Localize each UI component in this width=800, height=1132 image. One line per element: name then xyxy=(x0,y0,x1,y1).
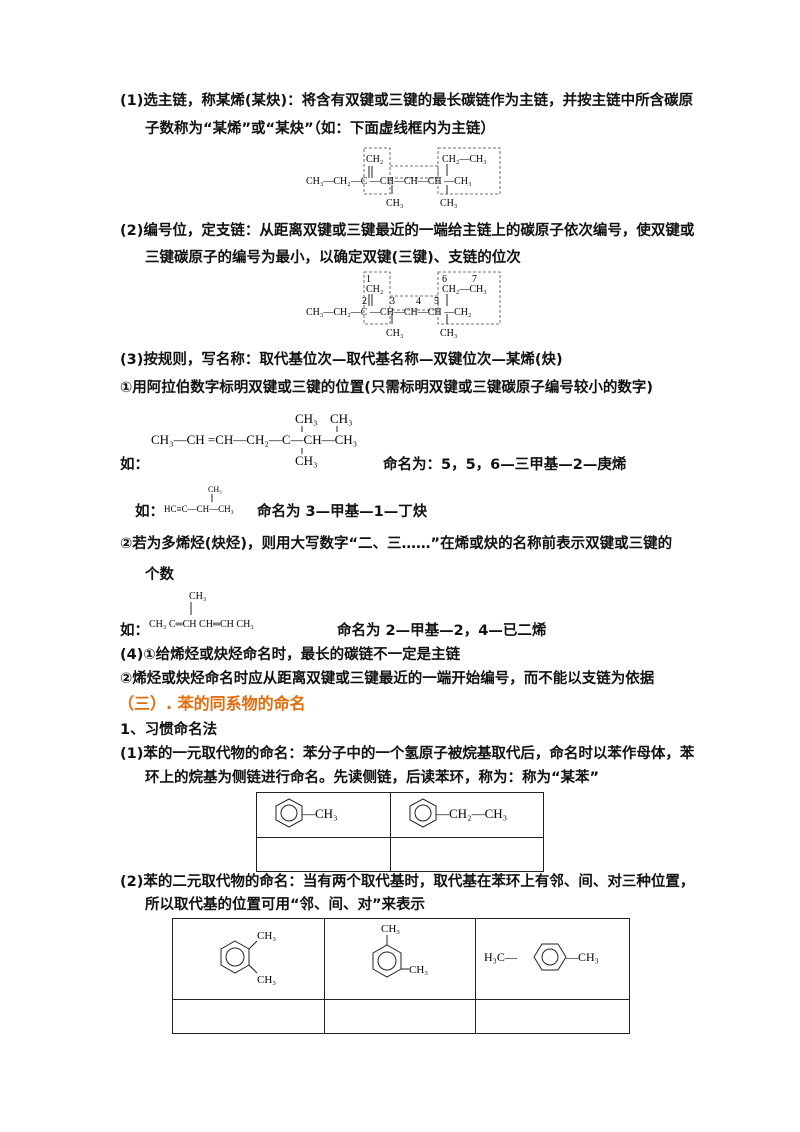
svg-text:CH₃: CH₃ xyxy=(440,328,457,339)
rule4-line2: ②烯烃或炔烃命名时应从距离双键或三键最近的一端开始编号，而不能以支链为依据 xyxy=(120,671,655,687)
mono-line1: (1)苯的一元取代物的命名：苯分子中的一个氢原子被烷基取代后，命名时以苯作母体，… xyxy=(120,746,695,762)
rule1-line1: (1)选主链，称某烯(某炔)：将含有双键或三键的最长碳链作为主链，并按主链中所含… xyxy=(120,93,694,109)
main-chain-structure-1: CH₂ CH₂—CH₃ CH₃—CH₂—C —CH—CH—CH —CH₃ CH₃… xyxy=(306,147,501,209)
ex3-prefix: 如： xyxy=(120,623,149,639)
ethylbenzene-cell: —CH₂—CH₃ xyxy=(389,792,544,838)
svg-text:CH₂: CH₂ xyxy=(366,284,383,295)
svg-text:CH₃: CH₃ xyxy=(257,930,276,942)
svg-text:5: 5 xyxy=(434,296,439,307)
rule2-line1: (2)编号位，定支链：从距离双键或三键最近的一端给主链上的碳原子依次编号，使双键… xyxy=(120,223,695,239)
ex3-name: 命名为 2—甲基—2，4—已二烯 xyxy=(337,623,547,639)
ex1-prefix: 如： xyxy=(120,457,149,473)
rule3-title: (3)按规则，写名称：取代基位次—取代基名称—双键位次—某烯(炔) xyxy=(120,352,563,368)
svg-text:CH₃: CH₃ xyxy=(189,591,206,602)
rule3-sub2-line1: ②若为多烯烃(炔烃)，则用大写数字“二、三……”在烯或炔的名称前表示双键或三键的 xyxy=(120,536,673,552)
mono-substituted-table: —CH₃ —CH₂—CH₃ xyxy=(256,792,544,872)
svg-text:CH₃: CH₃ xyxy=(330,411,353,426)
ex1-name: 命名为：5，5，6—三甲基—2—庚烯 xyxy=(383,457,627,473)
para-cell: H₃C— —CH₃ xyxy=(475,918,630,1000)
toluene-cell: —CH₃ xyxy=(256,792,391,838)
rule3-sub2-line2: 个数 xyxy=(145,567,174,583)
ex2-prefix: 如： xyxy=(135,504,164,520)
svg-text:7: 7 xyxy=(472,274,477,285)
rule1-line2: 子数称为“某烯”或“某炔”（如：下面虚线框内为主链） xyxy=(145,121,495,137)
svg-text:3: 3 xyxy=(390,296,395,307)
s1-bot2: CH₃ xyxy=(440,198,457,209)
di-line1: (2)苯的二元取代物的命名：当有两个取代基时，取代基在苯环上有邻、间、对三种位置… xyxy=(120,874,695,890)
svg-text:2: 2 xyxy=(362,296,367,307)
svg-text:CH₃: CH₃ xyxy=(208,485,222,494)
rule3-sub1: ①用阿拉伯数字标明双键或三键的位置(只需标明双键或三键碳原子编号较小的数字) xyxy=(120,380,654,396)
svg-text:CH₂—CH₃: CH₂—CH₃ xyxy=(442,284,487,295)
example2-structure: CH₃ HC≡C—CH—CH₃ xyxy=(164,485,234,514)
svg-text:CH₃: CH₃ xyxy=(386,328,403,339)
svg-text:6: 6 xyxy=(442,274,447,285)
svg-text:—CH₃: —CH₃ xyxy=(301,806,338,821)
ex2-name: 命名为 3—甲基—1—丁炔 xyxy=(257,504,428,520)
section3-title: （三）. 苯的同系物的命名 xyxy=(118,694,306,713)
svg-text:CH₃: CH₃ xyxy=(257,974,276,986)
example1-structure: CH₃ CH₃ CH₃—CH =CH—CH₂—C—CH—CH₃ CH₃ xyxy=(151,411,357,468)
ortho-cell: CH₃ CH₃ xyxy=(172,918,325,1000)
svg-text:1: 1 xyxy=(366,274,371,285)
svg-text:CH₃: CH₃ xyxy=(295,411,318,426)
numbered-chain-structure-2: 1 CH₂ 2 3 4 5 6 7 CH₂—CH₃ CH₃—CH₂—C —CH—… xyxy=(306,271,501,339)
svg-text:CH₃: CH₃ xyxy=(409,964,428,976)
meta-cell: CH₃ CH₃ xyxy=(323,918,477,1000)
rule2-line2: 三键碳原子的编号为最小，以确定双键(三键)、支链的位次 xyxy=(145,250,521,266)
habit-title: 1、习惯命名法 xyxy=(120,722,218,738)
rule4-line1: (4)①给烯烃或炔烃命名时，最长的碳链不一定是主链 xyxy=(120,647,461,663)
di-line2: 所以取代基的位置可用“邻、间、对”来表示 xyxy=(145,897,426,913)
svg-text:CH₃: CH₃ xyxy=(295,453,318,468)
s1-top2: CH₂—CH₃ xyxy=(442,154,487,165)
s2-chain: CH₃—CH₂—C —CH—CH—CH —CH₂ xyxy=(306,307,471,318)
svg-text:H₃C—: H₃C— xyxy=(484,950,518,964)
svg-text:—CH₂—CH₃: —CH₂—CH₃ xyxy=(435,806,507,821)
example3-structure: CH₃ CH₃ C═CH CH═CH CH₃ xyxy=(149,591,254,630)
svg-text:CH₃: CH₃ xyxy=(381,923,400,935)
svg-text:4: 4 xyxy=(416,296,421,307)
ex1-formula: CH₃—CH =CH—CH₂—C—CH—CH₃ xyxy=(151,432,357,447)
ex2-formula: HC≡C—CH—CH₃ xyxy=(164,504,234,514)
ex3-formula: CH₃ C═CH CH═CH CH₃ xyxy=(149,619,254,630)
s1-top1: CH₂ xyxy=(366,154,383,165)
di-substituted-table: CH₃ CH₃ CH₃ CH₃ H₃C— —CH₃ xyxy=(172,918,630,1034)
mono-line2: 环上的烷基为侧链进行命名。先读侧链，后读苯环，称为：称为“某苯” xyxy=(145,770,600,786)
s1-chain: CH₃—CH₂—C —CH—CH—CH —CH₃ xyxy=(306,176,471,187)
s1-bot1: CH₃ xyxy=(386,198,403,209)
svg-text:—CH₃: —CH₃ xyxy=(565,950,599,964)
